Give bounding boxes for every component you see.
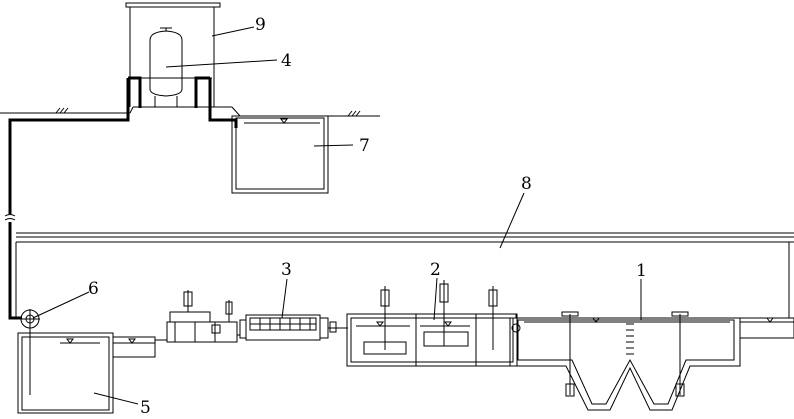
pipeline <box>4 76 238 320</box>
tank-1 <box>509 311 794 411</box>
long-pipe <box>15 232 794 318</box>
pressure-vessel <box>149 27 183 108</box>
collection-pit <box>231 115 329 194</box>
treatment-unit-3 <box>239 314 348 341</box>
tank-2 <box>346 280 521 367</box>
label-tank-2: 2 <box>430 260 441 280</box>
label-tank-1: 1 <box>636 261 647 281</box>
label-pump-6: 6 <box>88 279 99 299</box>
ground-line <box>0 106 380 117</box>
label-vessel-4: 4 <box>281 51 292 71</box>
pump <box>20 309 40 329</box>
label-unit-3: 3 <box>281 260 292 280</box>
label-pipe-8: 8 <box>521 174 532 194</box>
pump-house <box>125 2 221 107</box>
dosing-skid <box>155 290 240 343</box>
label-sump-5: 5 <box>140 398 151 418</box>
sump <box>17 329 156 414</box>
leader-lines <box>32 26 642 405</box>
label-house-9: 9 <box>255 15 266 35</box>
label-pit-7: 7 <box>359 136 370 156</box>
